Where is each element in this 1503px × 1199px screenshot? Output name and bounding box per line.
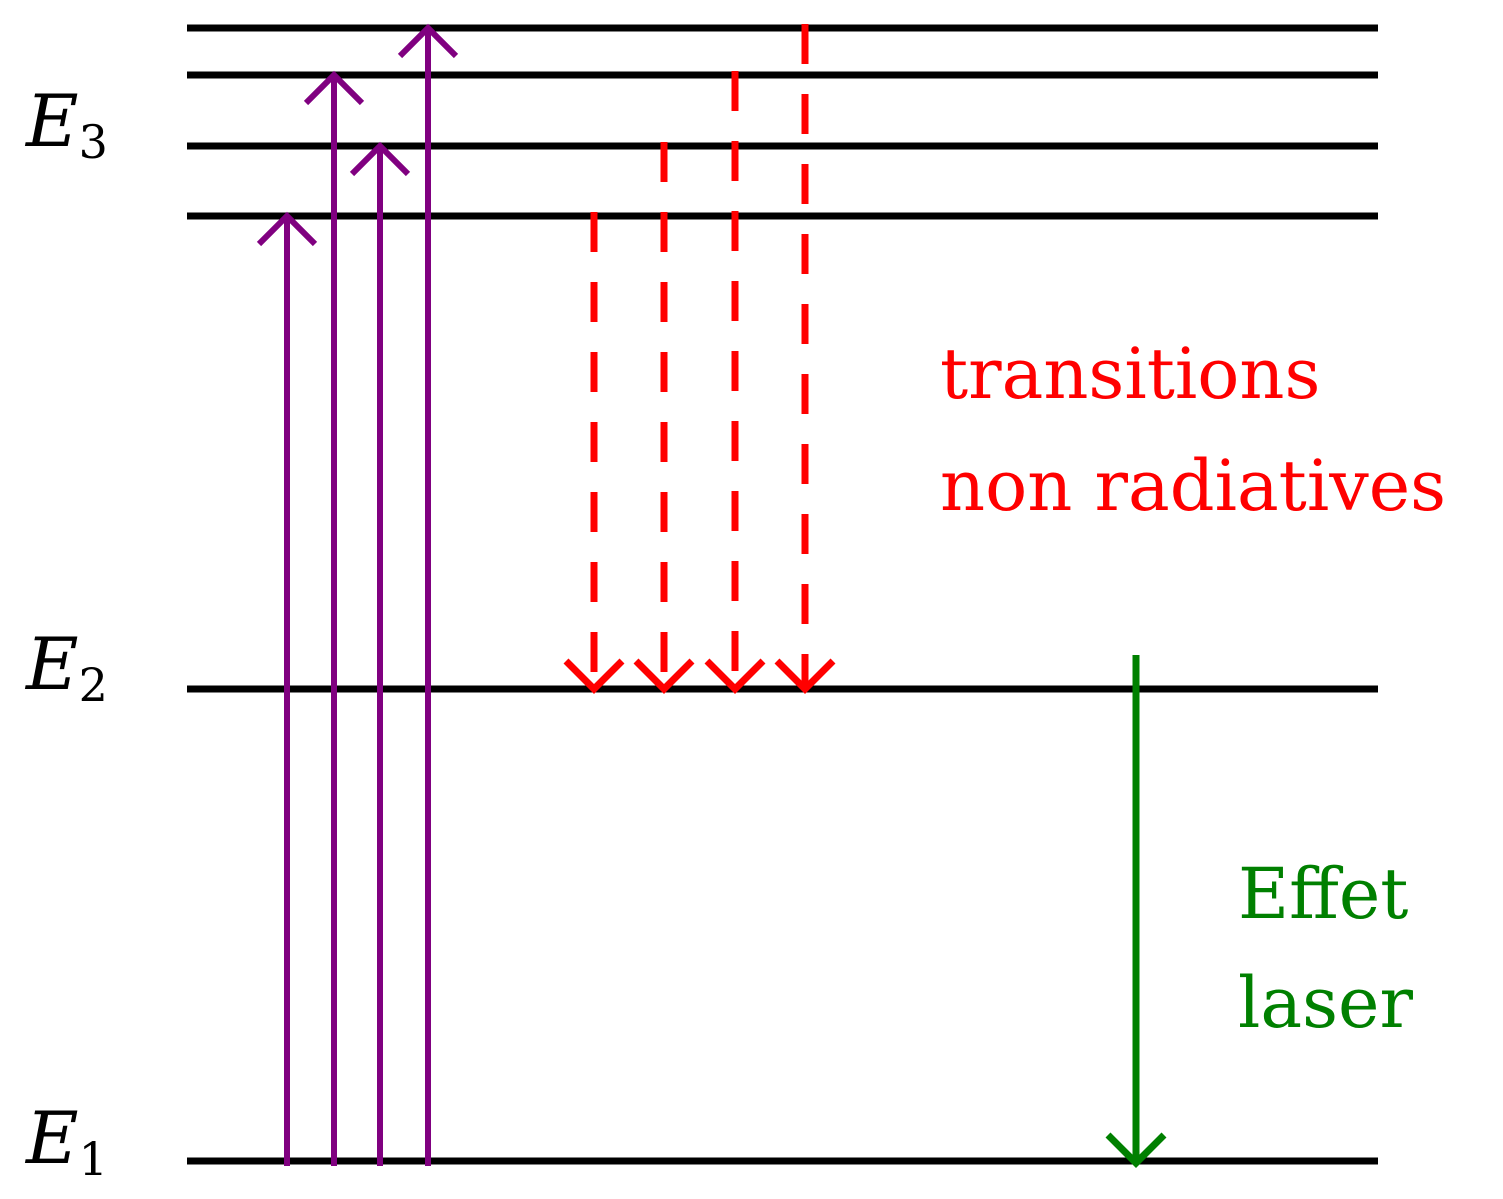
- non-radiative-label-line2: non radiatives: [940, 445, 1446, 527]
- pump-arrow: [303, 70, 365, 1166]
- non-radiative-label-line1: transitions: [940, 333, 1320, 415]
- energy-levels: [187, 24, 1378, 1165]
- e1-symbol: E: [24, 1096, 79, 1180]
- non-radiative-arrow: [633, 142, 695, 694]
- e2-label: E2: [24, 622, 108, 712]
- non-radiative-arrow: [563, 212, 625, 694]
- pump-arrows: [256, 23, 459, 1166]
- pump-arrow: [397, 23, 459, 1166]
- e1-subscript: 1: [79, 1132, 108, 1186]
- laser-arrow: [1105, 655, 1167, 1168]
- laser-label-line1: Effet: [1238, 853, 1408, 935]
- e3-symbol: E: [24, 79, 79, 163]
- laser-label-line2: laser: [1238, 962, 1413, 1044]
- non-radiative-arrows: [563, 24, 836, 694]
- e1-label: E1: [24, 1096, 108, 1186]
- pump-arrow: [256, 211, 318, 1166]
- e2-subscript: 2: [79, 658, 108, 712]
- non-radiative-arrow: [704, 71, 766, 694]
- e3-label: E3: [24, 79, 108, 169]
- e2-symbol: E: [24, 622, 79, 706]
- e3-subscript: 3: [79, 115, 108, 169]
- non-radiative-arrow: [774, 24, 836, 694]
- pump-arrow: [349, 141, 411, 1166]
